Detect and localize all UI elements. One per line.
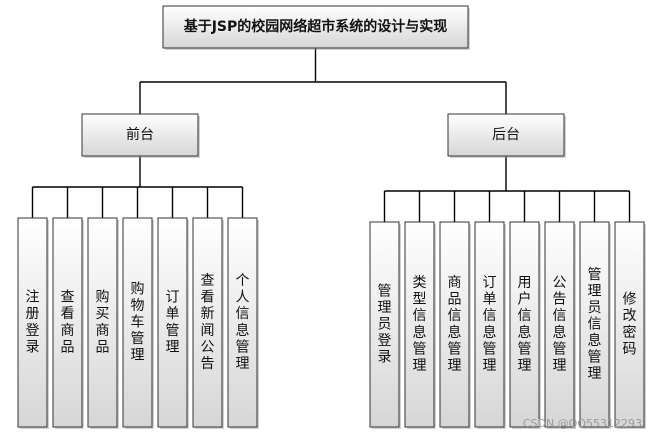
watermark: CSDN @QQ55312293 [522, 417, 642, 430]
node-label: 后台 [492, 127, 520, 143]
leaf-node: 修改密码 [614, 221, 646, 429]
node-label: 购物车管理 [131, 281, 145, 363]
node-label: 个人信息管理 [236, 273, 250, 372]
node-label: 商品信息管理 [448, 275, 462, 374]
node-label: 购买商品 [96, 290, 110, 356]
leaf-node: 注册登录 [17, 217, 49, 429]
leaf-node: 管理员信息管理 [579, 221, 611, 429]
node-label: 前台 [126, 126, 154, 143]
leaf-node: 个人信息管理 [227, 217, 259, 429]
node-label: 基于JSP的校园网络超市系统的设计与实现 [184, 18, 448, 35]
leaf-node: 购买商品 [87, 217, 119, 429]
leaf-node: 用户信息管理 [509, 221, 541, 429]
node-label: 查看新闻公告 [201, 273, 215, 372]
branch-node-backend: 后台 [447, 113, 566, 158]
leaf-node: 类型信息管理 [404, 221, 436, 429]
node-label: 订单信息管理 [483, 275, 497, 374]
branch-node-frontend: 前台 [81, 113, 200, 158]
node-label: 订单管理 [166, 290, 180, 356]
node-label: 管理员登录 [378, 283, 392, 365]
node-label: 查看商品 [61, 290, 75, 356]
node-label: 修改密码 [623, 292, 637, 358]
node-label: 注册登录 [26, 290, 40, 356]
root-node: 基于JSP的校园网络超市系统的设计与实现 [162, 5, 470, 50]
leaf-node: 公告信息管理 [544, 221, 576, 429]
leaf-node: 查看商品 [52, 217, 84, 429]
node-label: 类型信息管理 [413, 275, 427, 374]
leaf-node: 管理员登录 [369, 221, 401, 429]
leaf-node: 查看新闻公告 [192, 217, 224, 429]
leaf-node: 订单管理 [157, 217, 189, 429]
node-label: 管理员信息管理 [588, 267, 602, 382]
connector-lines [31, 48, 631, 222]
node-label: 公告信息管理 [553, 275, 567, 374]
node-label: 用户信息管理 [518, 275, 532, 374]
leaf-node: 订单信息管理 [474, 221, 506, 429]
leaf-node: 购物车管理 [122, 217, 154, 429]
leaf-node: 商品信息管理 [439, 221, 471, 429]
